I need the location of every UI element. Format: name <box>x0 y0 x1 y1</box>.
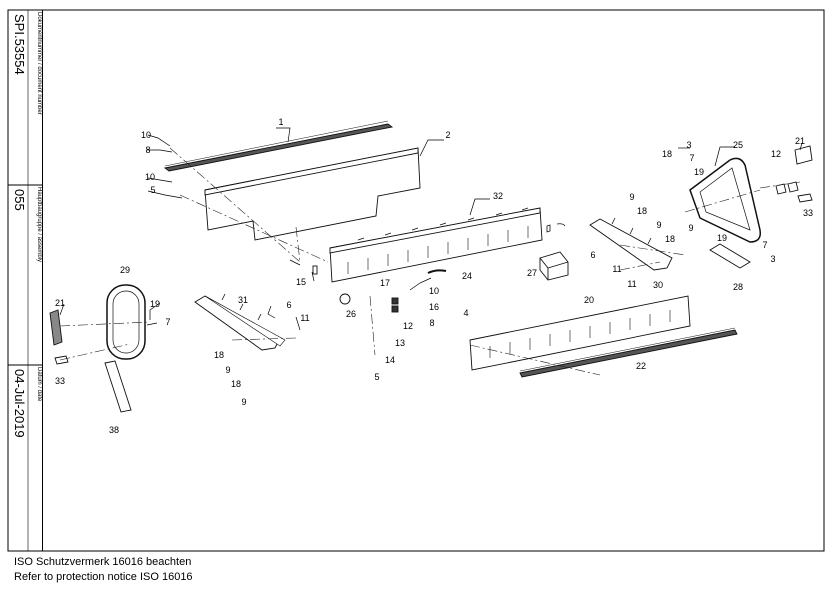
part-label: 11 <box>612 264 621 274</box>
part-label: 7 <box>689 153 694 163</box>
part-label: 18 <box>665 234 675 244</box>
part-label: 38 <box>109 425 119 435</box>
part-26-knob <box>339 293 351 305</box>
doc-number-label: Dokumentnummer / document number <box>36 12 42 115</box>
part-label: 31 <box>238 295 248 305</box>
part-label: 8 <box>429 318 434 328</box>
part-label: 16 <box>429 302 439 312</box>
part-label: 26 <box>346 309 356 319</box>
part-label: 33 <box>803 208 813 218</box>
part-1-strip <box>163 120 394 172</box>
part-label: 19 <box>717 233 727 243</box>
part-label: 18 <box>662 149 672 159</box>
part-label: 32 <box>493 191 503 201</box>
drawing-frame <box>7 9 825 552</box>
part-label: 22 <box>636 361 646 371</box>
part-label: 21 <box>55 298 65 308</box>
part-label: 19 <box>694 167 704 177</box>
part-30-bracket <box>589 217 673 271</box>
part-label: 10 <box>429 286 439 296</box>
part-label: 6 <box>286 300 291 310</box>
date-label: Datum / date <box>36 367 42 402</box>
part-31-bracket <box>194 293 286 351</box>
part-21-left <box>49 309 63 346</box>
assembly-number: 055 <box>12 189 27 211</box>
part-12-small <box>391 297 399 305</box>
part-20-panel <box>469 295 691 371</box>
protection-notice-de: ISO Schutzvermerk 16016 beachten <box>14 556 192 568</box>
part-label: 10 <box>141 130 151 140</box>
part-label: 2 <box>445 130 450 140</box>
part-label: 18 <box>637 206 647 216</box>
part-label: 18 <box>231 379 241 389</box>
part-label: 17 <box>380 278 390 288</box>
part-28-plate <box>709 243 751 269</box>
part-label: 9 <box>688 223 693 233</box>
part-label: 25 <box>733 140 743 150</box>
part-label: 11 <box>627 279 636 289</box>
part-29-end-cap <box>106 284 146 360</box>
part-38-plate <box>104 360 132 413</box>
part-24-clip <box>427 269 447 274</box>
part-label: 6 <box>590 250 595 260</box>
part-33-left <box>54 355 69 365</box>
part-label: 3 <box>770 254 775 264</box>
part-label: 9 <box>225 365 230 375</box>
part-label: 15 <box>296 277 306 287</box>
part-label: 4 <box>463 308 468 318</box>
part-label: 12 <box>771 149 781 159</box>
part-label: 20 <box>584 295 594 305</box>
title-block <box>8 10 43 551</box>
part-13-small <box>391 305 399 313</box>
part-label: 19 <box>150 299 160 309</box>
part-label: 9 <box>656 220 661 230</box>
doc-number: SPI.53554 <box>12 14 27 75</box>
part-label: 7 <box>762 240 767 250</box>
part-label: 14 <box>385 355 395 365</box>
part-label: 8 <box>145 145 150 155</box>
part-label: 21 <box>795 136 805 146</box>
part-15-pin <box>312 265 318 275</box>
part-label: 27 <box>527 268 537 278</box>
part-label: 9 <box>241 397 246 407</box>
part-label: 18 <box>214 350 224 360</box>
part-27-box <box>539 251 569 281</box>
part-label: 13 <box>395 338 405 348</box>
part-label: 1 <box>278 117 283 127</box>
part-label: 5 <box>150 185 155 195</box>
part-33-right <box>797 193 813 203</box>
part-label: 3 <box>686 140 691 150</box>
part-label: 30 <box>653 280 663 290</box>
part-label: 29 <box>120 265 130 275</box>
part-2-panel <box>204 147 421 241</box>
part-32-panel <box>329 207 543 283</box>
protection-notice-en: Refer to protection notice ISO 16016 <box>14 571 193 583</box>
part-label: 9 <box>629 192 634 202</box>
part-21-right <box>794 145 813 165</box>
assembly-label: Hauptbaugruppe / assembly <box>36 187 42 263</box>
part-12-plates <box>775 181 799 195</box>
part-label: 11 <box>300 313 309 323</box>
part-label: 5 <box>374 372 379 382</box>
part-label: 10 <box>145 172 155 182</box>
part-label: 33 <box>55 376 65 386</box>
part-label: 24 <box>462 271 472 281</box>
part-label: 7 <box>165 317 170 327</box>
date: 04-Jul-2019 <box>12 369 27 438</box>
part-label: 12 <box>403 321 413 331</box>
part-label: 28 <box>733 282 743 292</box>
part-22-strip <box>519 327 738 378</box>
